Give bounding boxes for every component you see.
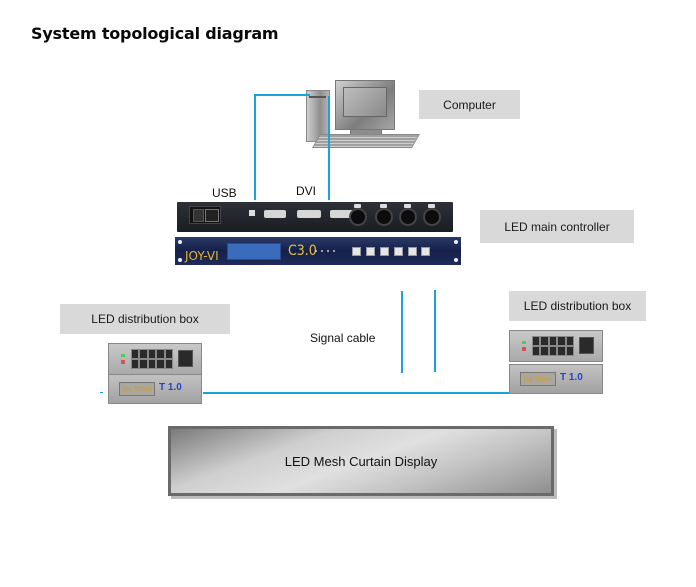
signal-port-3-icon xyxy=(399,204,417,226)
distribution-box-right-top xyxy=(509,330,603,362)
dvi-in-port-icon xyxy=(297,210,321,218)
distribution-box-version: T 1.0 xyxy=(159,382,182,393)
diagram-title: System topological diagram xyxy=(31,24,279,43)
rj45-ports-icon xyxy=(532,336,574,356)
usb-port-icon xyxy=(249,210,255,216)
distribution-link-cable xyxy=(203,392,513,394)
computer-tower xyxy=(306,90,330,142)
power-socket-icon xyxy=(189,206,221,224)
dvi-cable-vertical xyxy=(328,96,330,200)
controller-model: C3.0 xyxy=(288,243,317,259)
prog-port-icon xyxy=(264,210,286,218)
distribution-box-plate: Joy Video xyxy=(119,382,155,396)
dvi-out-port-icon xyxy=(330,210,354,218)
display-label: LED Mesh Curtain Display xyxy=(284,453,438,469)
dvi-label: DVI xyxy=(296,184,317,198)
usb-cable-horizontal xyxy=(254,94,310,96)
left-stub-cable xyxy=(100,392,103,393)
signal-cable-2 xyxy=(434,290,436,372)
power-socket-icon xyxy=(579,337,594,354)
distribution-box-version: T 1.0 xyxy=(560,372,583,383)
signal-cable-1 xyxy=(401,291,403,373)
signal-port-2-icon xyxy=(375,204,393,226)
menu-button-icon xyxy=(352,247,361,256)
signal-port-1-icon xyxy=(349,204,367,226)
power-socket-icon xyxy=(178,350,193,367)
rj45-ports-icon xyxy=(131,349,173,369)
distribution-box-right-label: LED distribution box xyxy=(509,291,646,321)
distribution-box-left-bottom: Joy Video T 1.0 xyxy=(108,374,202,404)
distribution-box-plate: Joy Video xyxy=(520,372,556,386)
controller-front-panel: JOY-VI C3.0 xyxy=(175,237,461,265)
computer-monitor xyxy=(335,80,395,130)
usb-label: USB xyxy=(212,186,237,200)
enter-button-icon xyxy=(421,247,430,256)
signal-cable-label: Signal cable xyxy=(310,331,376,345)
controller-lcd xyxy=(227,243,281,260)
controller-brand: JOY-VI xyxy=(185,249,219,263)
distribution-box-right-bottom: Joy Video T 1.0 xyxy=(509,364,603,394)
distribution-box-left-top xyxy=(108,343,202,375)
down-button-icon xyxy=(408,247,417,256)
controller-rear-panel xyxy=(177,202,453,232)
left-button-icon xyxy=(366,247,375,256)
up-button-icon xyxy=(394,247,403,256)
distribution-box-left-label: LED distribution box xyxy=(60,304,230,334)
usb-cable-vertical xyxy=(254,94,256,200)
right-button-icon xyxy=(380,247,389,256)
led-mesh-curtain-display: LED Mesh Curtain Display xyxy=(168,426,554,496)
computer-label: Computer xyxy=(419,90,520,119)
signal-port-4-icon xyxy=(423,204,441,226)
main-controller-label: LED main controller xyxy=(480,210,634,243)
